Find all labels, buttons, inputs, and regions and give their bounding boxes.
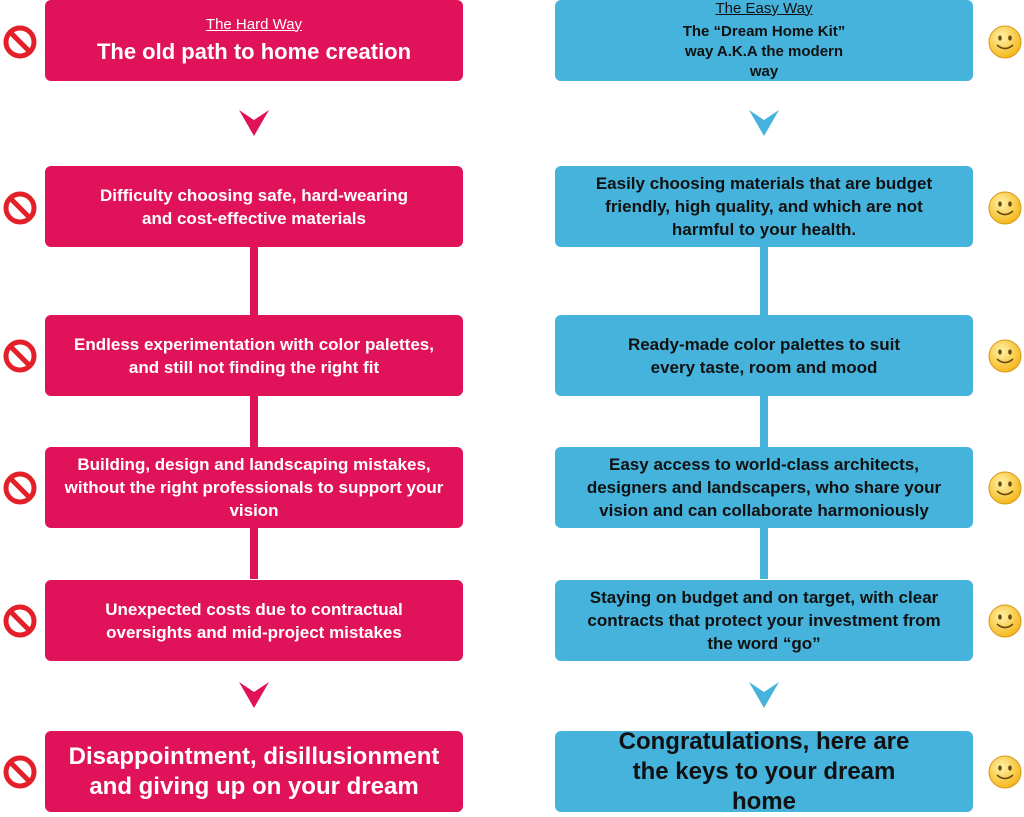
easy-outcome: Congratulations, here are the keys to yo… — [555, 728, 973, 815]
hard-step-1: Difficulty choosing safe, hard-wearing a… — [45, 166, 463, 247]
no-entry-icon — [3, 471, 37, 505]
easy-outcome-text: Congratulations, here are the keys to yo… — [618, 727, 910, 815]
no-entry-icon — [3, 339, 37, 373]
hard-way-label: The Hard Way — [205, 15, 303, 33]
easy-down-arrow-icon — [749, 682, 779, 708]
no-entry-icon — [3, 25, 37, 59]
easy-way-label: The Easy Way — [715, 0, 813, 17]
easy-connector-line — [760, 247, 768, 579]
smiley-face-icon — [988, 191, 1022, 225]
smiley-face-icon — [988, 339, 1022, 373]
easy-step-3: Easy access to world-class architects, d… — [555, 447, 973, 528]
smiley-face-icon — [988, 604, 1022, 638]
easy-step-1: Easily choosing materials that are budge… — [555, 166, 973, 247]
hard-outcome-text: Disappointment, disillusionment and givi… — [68, 742, 440, 800]
smiley-face-icon — [988, 25, 1022, 59]
hard-down-arrow-icon — [239, 682, 269, 708]
hard-header-box: The Hard Way The old path to home creati… — [45, 0, 463, 81]
no-entry-icon — [3, 604, 37, 638]
no-entry-icon — [3, 755, 37, 789]
hard-step-4: Unexpected costs due to contractual over… — [45, 580, 463, 661]
hard-way-title: The old path to home creation — [96, 38, 412, 64]
hard-connector-line — [250, 247, 258, 579]
easy-step-2: Ready-made color palettes to suit every … — [555, 315, 973, 396]
no-entry-icon — [3, 191, 37, 225]
easy-down-arrow-icon — [749, 110, 779, 136]
easy-way-title: The “Dream Home Kit” way A.K.A the moder… — [682, 22, 846, 80]
hard-outcome: Disappointment, disillusionment and givi… — [45, 731, 463, 812]
easy-step-4: Staying on budget and on target, with cl… — [555, 580, 973, 661]
smiley-face-icon — [988, 755, 1022, 789]
smiley-face-icon — [988, 471, 1022, 505]
easy-header-box: The Easy Way The “Dream Home Kit” way A.… — [555, 0, 973, 81]
hard-down-arrow-icon — [239, 110, 269, 136]
hard-step-3: Building, design and landscaping mistake… — [45, 447, 463, 528]
hard-step-2: Endless experimentation with color palet… — [45, 315, 463, 396]
